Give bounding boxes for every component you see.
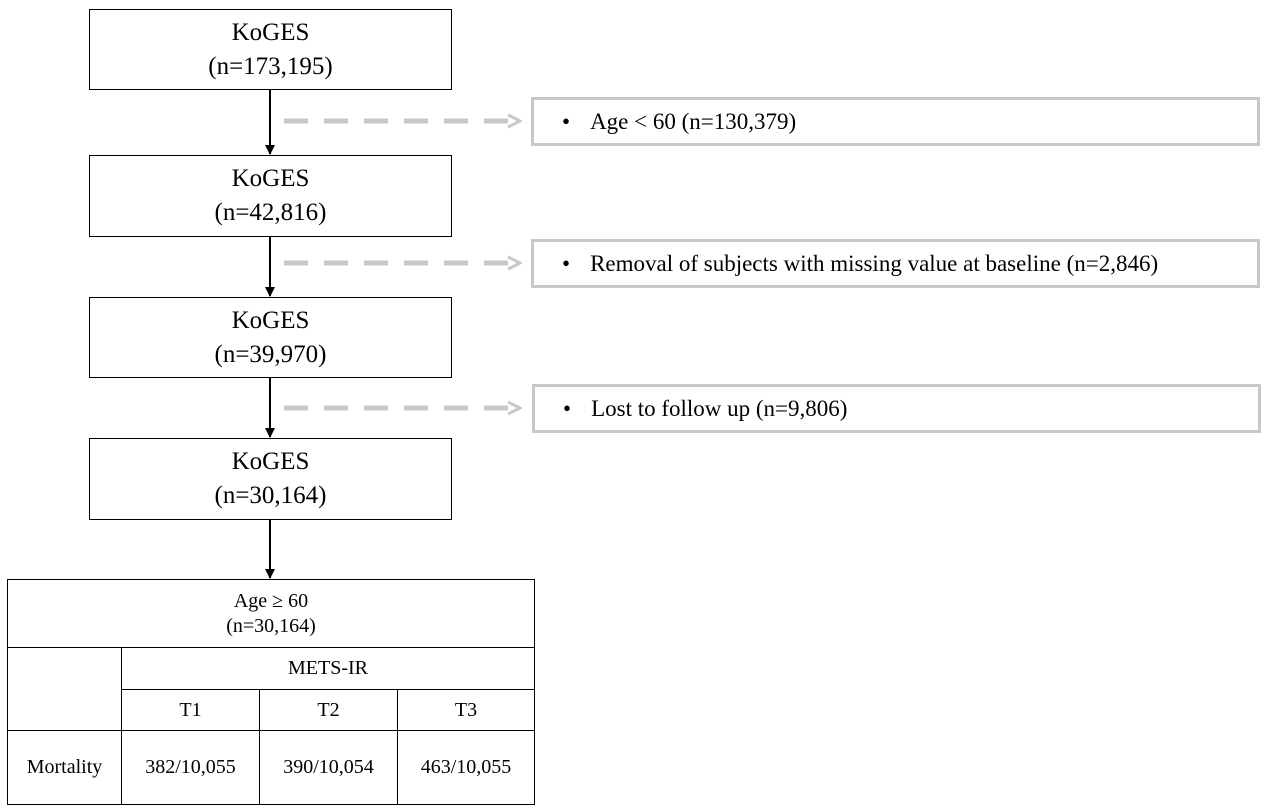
flow-box-1: KoGES (n=173,195) — [89, 9, 452, 90]
table-value-t2: 390/10,054 — [259, 730, 398, 805]
table-header-line2: (n=30,164) — [226, 614, 316, 637]
exclusion-box-2: • Removal of subjects with missing value… — [531, 239, 1260, 288]
flow-box-3-count: (n=39,970) — [214, 340, 327, 368]
summary-table: Age ≥ 60 (n=30,164) METS-IR T1 T2 T3 Mor… — [7, 579, 535, 805]
flow-box-4: KoGES (n=30,164) — [89, 438, 452, 520]
table-empty-corner — [7, 647, 122, 731]
table-col-t2: T2 — [259, 689, 398, 731]
table-row-label: Mortality — [7, 730, 122, 805]
table-group-label: METS-IR — [121, 647, 535, 690]
table-header: Age ≥ 60 (n=30,164) — [7, 579, 535, 648]
exclusion-1-text: Age < 60 (n=130,379) — [590, 108, 797, 134]
exclusion-box-1: • Age < 60 (n=130,379) — [531, 97, 1260, 146]
table-value-t3: 463/10,055 — [397, 730, 535, 805]
flow-box-3: KoGES (n=39,970) — [89, 297, 452, 378]
exclusion-2-text: Removal of subjects with missing value a… — [590, 250, 1159, 276]
flow-box-2-count: (n=42,816) — [214, 199, 327, 226]
exclusion-1-bullet: • — [562, 108, 571, 134]
exclusion-3-text: Lost to follow up (n=9,806) — [591, 395, 848, 421]
exclusion-box-3: • Lost to follow up (n=9,806) — [532, 384, 1261, 433]
flow-box-4-title: KoGES — [231, 448, 310, 475]
flow-box-1-count: (n=173,195) — [208, 52, 333, 80]
flow-box-3-title: KoGES — [231, 306, 310, 334]
exclusion-3-bullet: • — [563, 395, 572, 421]
table-col-t1: T1 — [121, 689, 260, 731]
table-value-t1: 382/10,055 — [121, 730, 260, 805]
flow-box-1-title: KoGES — [231, 18, 310, 46]
flow-box-4-count: (n=30,164) — [214, 482, 327, 509]
flow-box-2: KoGES (n=42,816) — [89, 155, 452, 237]
exclusion-2-bullet: • — [562, 250, 571, 276]
flow-box-2-title: KoGES — [231, 165, 310, 192]
table-header-line1: Age ≥ 60 — [233, 589, 309, 612]
table-col-t3: T3 — [397, 689, 535, 731]
